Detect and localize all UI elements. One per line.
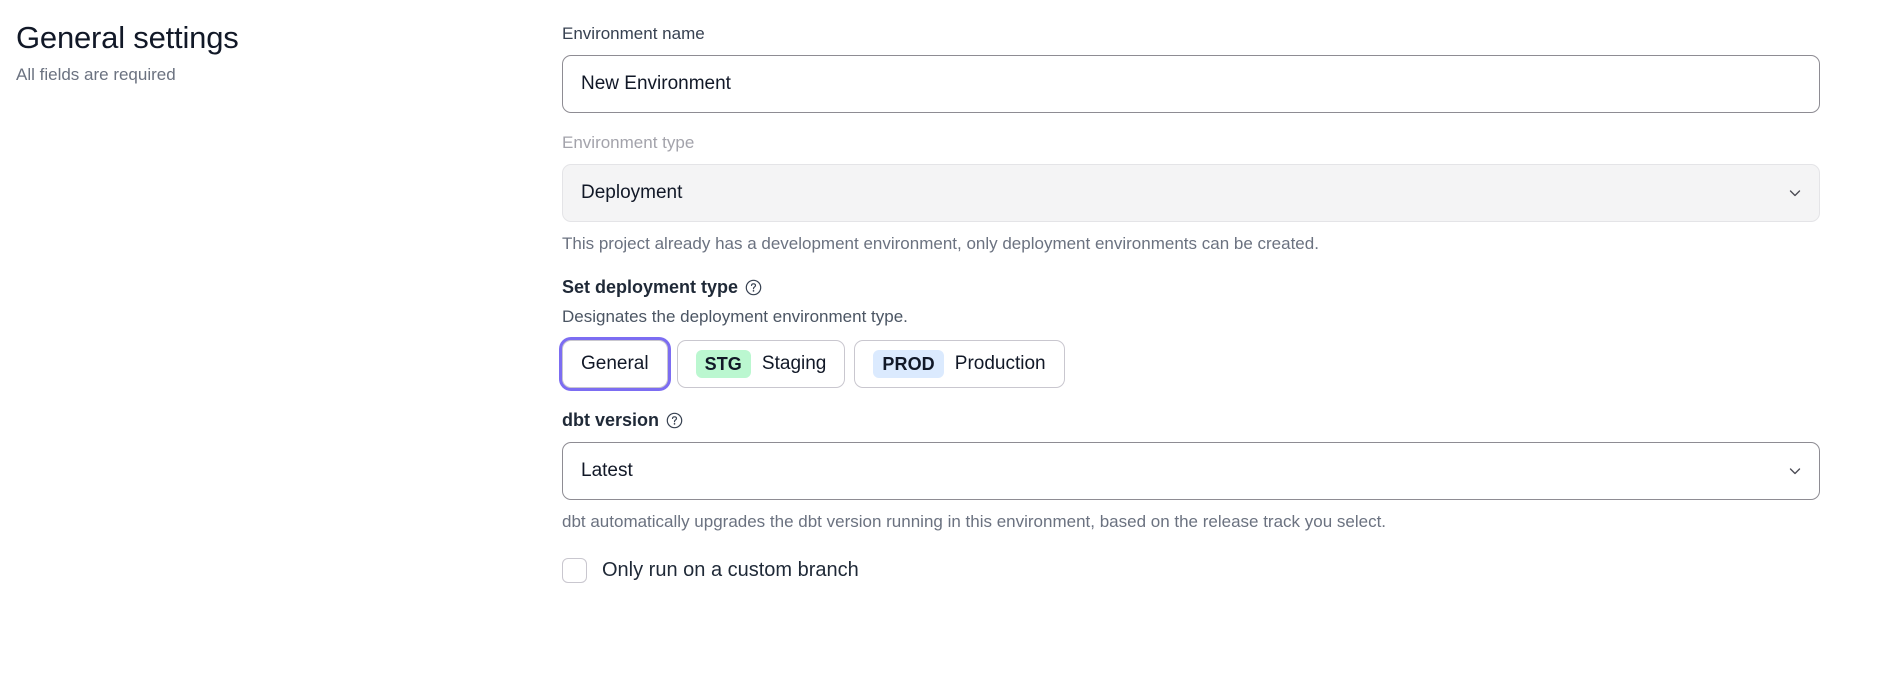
custom-branch-row: Only run on a custom branch	[562, 556, 1820, 584]
environment-name-field-group: Environment name New Environment	[562, 22, 1820, 113]
dbt-version-field-group: dbt version Latest dbt automatica	[562, 407, 1820, 534]
page-title: General settings	[16, 20, 239, 55]
dbt-version-heading-row: dbt version	[562, 407, 1820, 433]
production-badge: PROD	[873, 350, 944, 378]
environment-name-input[interactable]: New Environment	[562, 55, 1820, 113]
environment-type-label: Environment type	[562, 133, 695, 152]
deployment-type-option-production[interactable]: PROD Production	[854, 340, 1065, 388]
deployment-type-field-group: Set deployment type Designates the deplo…	[562, 274, 1820, 388]
deployment-type-option-general-label: General	[581, 353, 649, 374]
deployment-type-heading: Set deployment type	[562, 277, 739, 297]
environment-type-select[interactable]: Deployment	[562, 164, 1820, 222]
dbt-version-label: dbt version	[562, 410, 660, 430]
environment-type-helper-text: This project already has a development e…	[562, 234, 1319, 253]
settings-header-column: General settings All fields are required	[0, 0, 562, 88]
deployment-type-heading-row: Set deployment type	[562, 274, 1820, 300]
deployment-type-description: Designates the deployment environment ty…	[562, 307, 908, 326]
environment-type-select-wrapper: Deployment	[562, 164, 1820, 222]
dbt-version-helper-text: dbt automatically upgrades the dbt versi…	[562, 512, 1387, 531]
deployment-type-option-staging[interactable]: STG Staging	[676, 340, 846, 388]
custom-branch-label[interactable]: Only run on a custom branch	[602, 559, 859, 581]
deployment-type-option-staging-label: Staging	[761, 353, 827, 374]
deployment-type-toggle-group: General STG Staging PROD Production	[562, 340, 1820, 388]
environment-name-label: Environment name	[562, 24, 705, 43]
settings-form-column: Environment name New Environment Environ…	[562, 0, 1855, 584]
custom-branch-checkbox[interactable]	[562, 557, 587, 583]
dbt-version-select[interactable]: Latest	[562, 442, 1820, 500]
staging-badge: STG	[695, 350, 751, 378]
dbt-version-select-wrapper: Latest	[562, 442, 1820, 500]
environment-type-field-group: Environment type Deployment This project…	[562, 131, 1820, 256]
deployment-type-option-general[interactable]: General	[562, 340, 668, 388]
question-circle-icon[interactable]	[745, 279, 762, 296]
page-subtitle: All fields are required	[16, 65, 176, 84]
deployment-type-option-production-label: Production	[954, 353, 1046, 374]
question-circle-icon[interactable]	[666, 412, 683, 429]
